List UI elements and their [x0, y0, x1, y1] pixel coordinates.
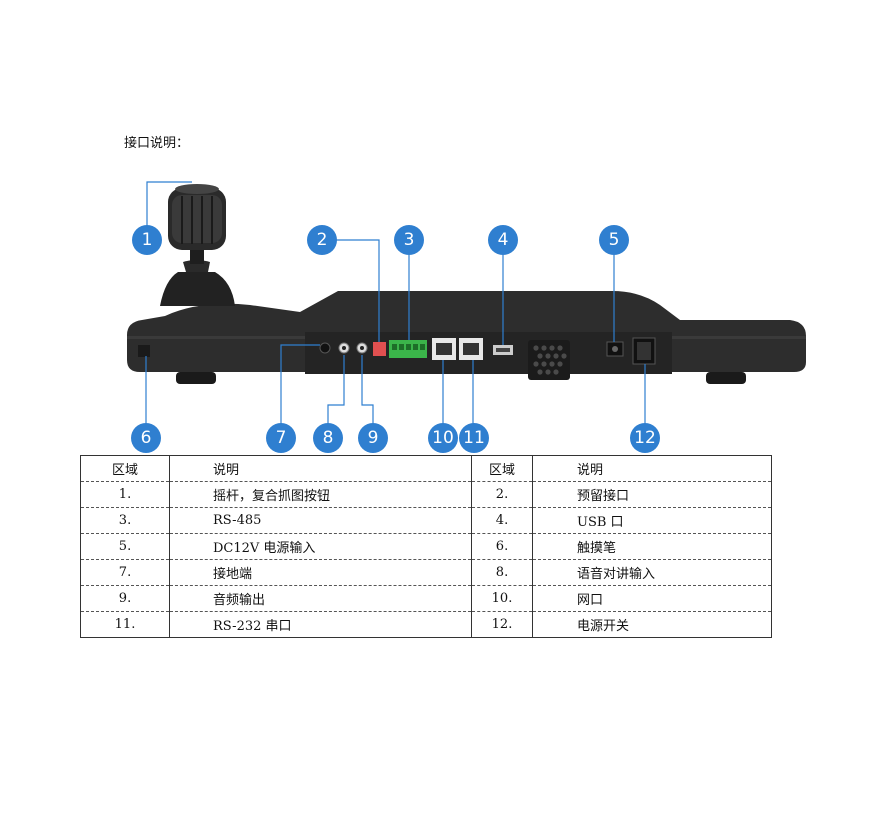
callout-6: 6 — [131, 423, 161, 453]
rs485-terminal — [389, 340, 427, 358]
description-cell: USB 口 — [532, 507, 772, 534]
callout-5: 5 — [599, 225, 629, 255]
zone-cell: 7. — [80, 559, 170, 586]
zone-cell: 9. — [80, 585, 170, 612]
description-cell: 摇杆，复合抓图按钮 — [169, 481, 472, 508]
svg-text:12: 12 — [634, 428, 656, 448]
svg-text:7: 7 — [276, 428, 287, 448]
table-row: 5. DC12V 电源输入 6. 触摸笔 — [80, 533, 772, 560]
zone-cell: 3. — [80, 507, 170, 534]
callout-12: 12 — [630, 423, 660, 453]
svg-text:8: 8 — [323, 428, 334, 448]
header-zone: 区域 — [471, 455, 533, 482]
table-row: 1. 摇杆，复合抓图按钮 2. 预留接口 — [80, 481, 772, 508]
callout-11: 11 — [459, 423, 489, 453]
description-cell: 预留接口 — [532, 481, 772, 508]
zone-cell: 2. — [471, 481, 533, 508]
page-heading: 接口说明： — [124, 136, 190, 151]
table-row: 9. 音频输出 10. 网口 — [80, 585, 772, 612]
callout-2: 2 — [307, 225, 337, 255]
table-row: 3. RS-485 4. USB 口 — [80, 507, 772, 534]
svg-text:10: 10 — [432, 428, 454, 448]
callout-7: 7 — [266, 423, 296, 453]
description-cell: 音频输出 — [169, 585, 472, 612]
keyboard-rear-view-figure: 1 2 3 4 5 6 7 8 9 10 11 12 — [127, 181, 806, 453]
callout-4: 4 — [488, 225, 518, 255]
description-cell: DC12V 电源输入 — [169, 533, 472, 560]
power-switch — [632, 337, 656, 365]
zone-cell: 12. — [471, 611, 533, 638]
table-row: 7. 接地端 8. 语音对讲输入 — [80, 559, 772, 586]
zone-cell: 6. — [471, 533, 533, 560]
svg-text:5: 5 — [609, 230, 620, 250]
header-description: 说明 — [169, 455, 472, 482]
callout-1: 1 — [132, 225, 162, 255]
zone-cell: 11. — [80, 611, 170, 638]
description-cell: 触摸笔 — [532, 533, 772, 560]
callout-10: 10 — [428, 423, 458, 453]
ground-terminal — [319, 342, 331, 354]
description-cell: 语音对讲输入 — [532, 559, 772, 586]
svg-text:6: 6 — [141, 428, 152, 448]
description-cell: 网口 — [532, 585, 772, 612]
zone-cell: 4. — [471, 507, 533, 534]
lan-port — [432, 338, 456, 360]
svg-text:3: 3 — [404, 230, 415, 250]
callout-9: 9 — [358, 423, 388, 453]
joystick — [160, 184, 235, 306]
zone-cell: 5. — [80, 533, 170, 560]
svg-text:2: 2 — [317, 230, 328, 250]
zone-cell: 1. — [80, 481, 170, 508]
dc-power-jack — [606, 341, 624, 357]
svg-text:11: 11 — [463, 428, 485, 448]
description-cell: RS-485 — [169, 507, 472, 534]
description-cell: RS-232 串口 — [169, 611, 472, 638]
description-cell: 电源开关 — [532, 611, 772, 638]
callout-8: 8 — [313, 423, 343, 453]
interface-description-table: 区域 说明 区域 说明 1. 摇杆，复合抓图按钮 2. 预留接口 3. RS-4… — [80, 455, 772, 638]
description-cell: 接地端 — [169, 559, 472, 586]
header-description: 说明 — [532, 455, 772, 482]
callout-3: 3 — [394, 225, 424, 255]
table-row: 11. RS-232 串口 12. 电源开关 — [80, 611, 772, 638]
zone-cell: 8. — [471, 559, 533, 586]
zone-cell: 10. — [471, 585, 533, 612]
reserve-port — [373, 342, 386, 356]
vent-grille — [528, 340, 570, 380]
header-zone: 区域 — [80, 455, 170, 482]
usb-port — [493, 345, 513, 355]
svg-text:1: 1 — [142, 230, 153, 250]
keyboard-device — [127, 291, 806, 384]
table-header-row: 区域 说明 区域 说明 — [80, 455, 772, 482]
svg-text:9: 9 — [368, 428, 379, 448]
svg-text:4: 4 — [498, 230, 509, 250]
callout-leaders — [145, 181, 646, 424]
rs232-port — [459, 338, 483, 360]
